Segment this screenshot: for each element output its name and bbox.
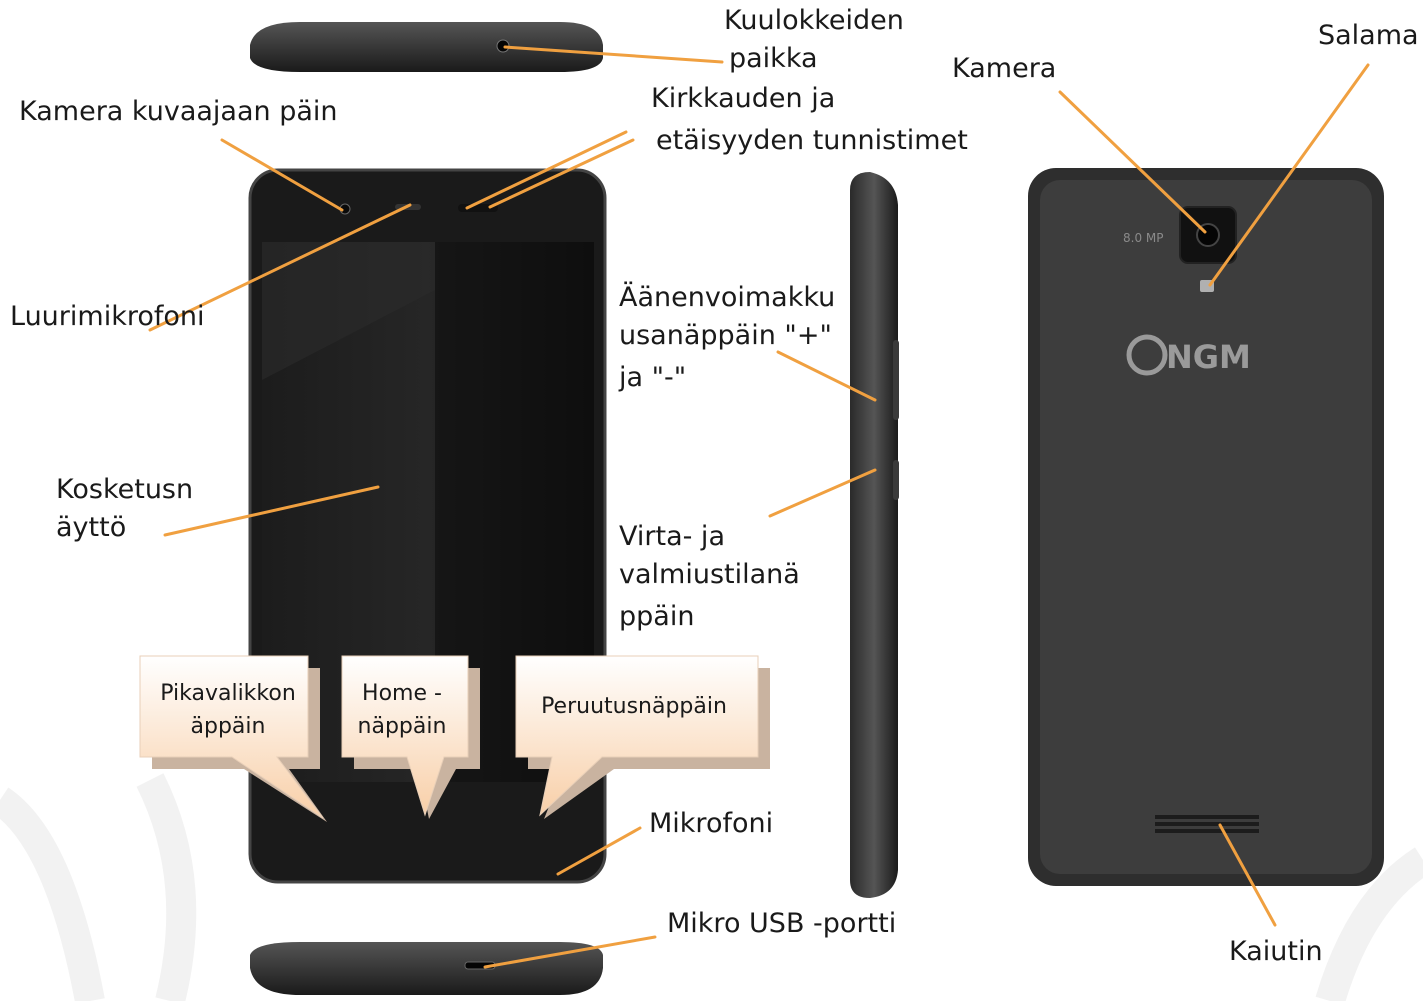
leader-power	[768, 468, 877, 518]
label-rear-camera: Kamera	[952, 53, 1057, 84]
callout-home-key	[341, 655, 480, 819]
callout-back-key	[515, 655, 770, 819]
label-sensors: Kirkkauden ja etäisyyden tunnistimet	[651, 83, 968, 156]
label-earpiece: Luurimikrofoni	[10, 301, 205, 332]
power-key	[893, 460, 899, 500]
brand-logo: NGM	[1126, 334, 1251, 376]
volume-key	[893, 340, 899, 420]
speaker-grille	[1155, 815, 1259, 833]
label-microphone: Mikrofoni	[649, 808, 774, 839]
leader-speaker	[1218, 823, 1277, 927]
phone-back: 8.0 MP NGM	[1028, 168, 1384, 886]
leader-volume	[776, 350, 877, 402]
label-headphone-jack: Kuulokkeiden paikka	[724, 5, 904, 74]
callout-text-menu-key: Pikavalikkon äppäin	[160, 681, 296, 739]
leader-touchscreen	[163, 485, 380, 537]
leader-flash	[1208, 63, 1370, 287]
leader-usb	[483, 935, 657, 969]
camera-badge: 8.0 MP	[1123, 231, 1164, 245]
phone-side	[850, 172, 899, 898]
leader-front-camera	[220, 138, 344, 212]
background-watermark	[0, 773, 1423, 1001]
leader-earpiece	[148, 203, 412, 332]
phone-bottom-edge	[250, 942, 603, 995]
callout-text-home-key: Home - näppäin	[357, 681, 447, 739]
callout-menu-key	[139, 655, 327, 822]
label-touchscreen: Kosketusn äyttö	[56, 474, 194, 543]
callout-text-back-key: Peruutusnäppäin	[541, 694, 727, 719]
phone-top-edge	[250, 22, 603, 72]
svg-text:NGM: NGM	[1166, 338, 1251, 376]
leader-sensor-1	[465, 130, 628, 210]
leader-sensor-2	[488, 138, 635, 209]
leader-microphone	[556, 826, 642, 876]
label-volume-key: Äänenvoimakku usanäppäin "+" ja "-"	[619, 282, 836, 393]
label-speaker: Kaiutin	[1229, 936, 1323, 967]
leader-lines	[148, 45, 1370, 969]
label-power-key: Virta- ja valmiustilanä ppäin	[619, 521, 800, 632]
label-usb-port: Mikro USB -portti	[667, 908, 897, 939]
label-flash: Salama	[1318, 20, 1419, 51]
label-front-camera: Kamera kuvaajaan päin	[19, 96, 338, 127]
leader-headphone	[503, 45, 724, 64]
leader-rear-camera	[1058, 90, 1207, 234]
